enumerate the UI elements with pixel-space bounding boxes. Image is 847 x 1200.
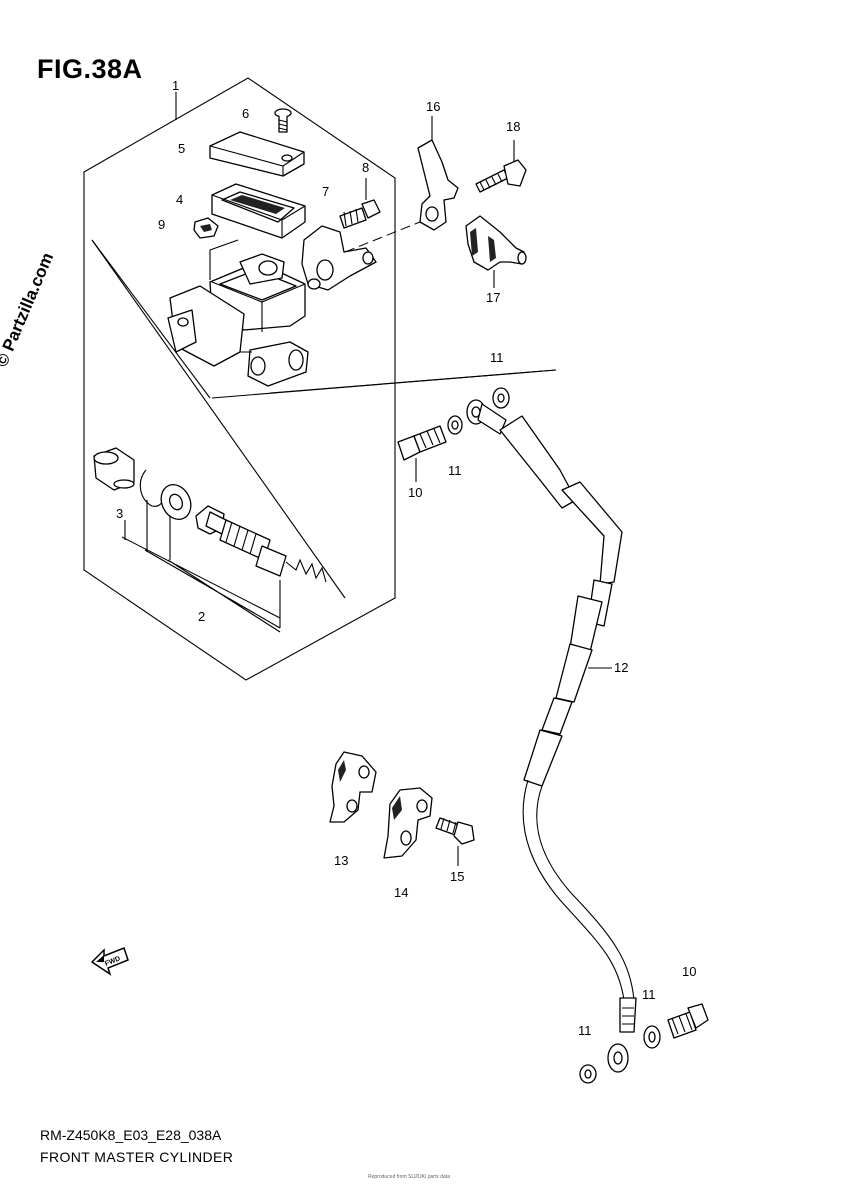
- part-11-washer-bottom-b: [579, 1064, 597, 1084]
- part-18-adjuster: [475, 140, 527, 193]
- part-4-diaphragm: [211, 183, 306, 239]
- figure-title: FIG.38A: [37, 54, 143, 84]
- part-13-bracket: [329, 751, 377, 823]
- callout-2: 2: [198, 609, 205, 624]
- callout-11-a: 11: [490, 350, 504, 365]
- part-10-banjo-bolt-bottom: [667, 1003, 709, 1039]
- callout-10-b: 10: [682, 964, 696, 979]
- callout-12: 12: [614, 660, 628, 675]
- assembly-outline: [83, 77, 396, 681]
- part-6-screw: [274, 108, 292, 133]
- callout-16: 16: [426, 99, 440, 114]
- part-12-clutch-hose: [466, 399, 637, 1073]
- part-circlip-washer: [139, 469, 192, 521]
- callout-labels: 1 6 5 4 9 7 8 16 18 17 11 11 10 3 2 12 1…: [116, 78, 696, 1038]
- part-10-banjo-bolt-top: [397, 425, 447, 482]
- guide-lines: [91, 219, 557, 633]
- callout-11-b: 11: [448, 463, 462, 478]
- part-3-boot: [93, 447, 135, 491]
- callout-3: 3: [116, 506, 123, 521]
- callout-15: 15: [450, 869, 464, 884]
- part-16-clutch-lever: [417, 116, 459, 231]
- part-7-clamp: [301, 225, 377, 291]
- part-9-plug: [193, 217, 219, 239]
- callout-17: 17: [486, 290, 500, 305]
- part-5-reservoir-cap: [209, 131, 305, 177]
- part-17-switch: [465, 215, 527, 288]
- callout-13: 13: [334, 853, 348, 868]
- callout-6: 6: [242, 106, 249, 121]
- callout-4: 4: [176, 192, 183, 207]
- callout-11-c: 11: [642, 987, 656, 1002]
- diagram-code: RM-Z450K8_E03_E28_038A: [40, 1127, 222, 1143]
- callout-7: 7: [322, 184, 329, 199]
- fwd-arrow-icon: FWD: [90, 947, 129, 976]
- diagram-caption: FRONT MASTER CYLINDER: [40, 1149, 234, 1165]
- callout-9: 9: [158, 217, 165, 232]
- callout-18: 18: [506, 119, 520, 134]
- callout-10-a: 10: [408, 485, 422, 500]
- part-15-bolt: [435, 817, 475, 866]
- part-2-piston-kit: [195, 505, 327, 583]
- callout-14: 14: [394, 885, 408, 900]
- part-8-bolt: [339, 178, 381, 229]
- part-1-master-cylinder-body: [167, 239, 309, 387]
- callout-8: 8: [362, 160, 369, 175]
- part-11-washer-bottom-a: [643, 1025, 661, 1049]
- part-11-washer-top-a: [492, 387, 510, 409]
- callout-1: 1: [172, 78, 179, 93]
- callout-11-d: 11: [578, 1023, 592, 1038]
- callout-5: 5: [178, 141, 185, 156]
- fine-print: Reproduced from SUZUKI parts data: [368, 1174, 450, 1180]
- part-14-bracket: [383, 787, 433, 859]
- part-11-washer-top-b: [447, 415, 463, 435]
